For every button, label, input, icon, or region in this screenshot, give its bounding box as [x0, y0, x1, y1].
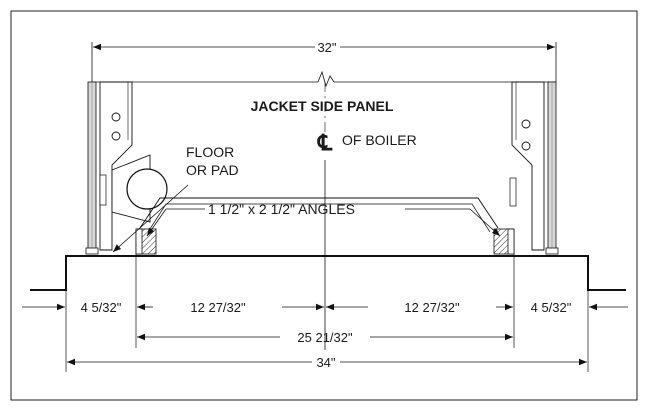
bolt-hole-icon: [521, 141, 531, 151]
dimension-between-angles: 25 21/32": [137, 330, 513, 345]
floor-label-line2: OR PAD: [186, 162, 239, 178]
right-angle-hatched: [493, 228, 515, 255]
dim-right-offset: 4 5/32": [531, 300, 572, 315]
dimension-32: 32": [91, 40, 557, 82]
dim-left-inner: 12 27/32": [190, 300, 246, 315]
left-bracket: [99, 81, 133, 251]
base-channel: [139, 197, 499, 233]
frame-border: [10, 10, 638, 401]
dim-between-angles: 25 21/32": [297, 330, 353, 345]
left-angle-hatched: [135, 228, 157, 255]
panel-title: JACKET SIDE PANEL: [251, 98, 394, 114]
centerline-label: OF BOILER: [342, 132, 417, 148]
dim-right-inner: 12 27/32": [404, 300, 460, 315]
dim-overall: 34": [316, 355, 335, 370]
burner-drum: [111, 154, 168, 223]
right-bracket: [509, 81, 545, 251]
dim-32-label: 32": [317, 40, 336, 55]
bolt-hole-icon: [521, 119, 531, 129]
floor-label-line1: FLOOR: [186, 144, 234, 160]
left-leg-post: [85, 81, 99, 255]
centerline-symbol: ℄: [317, 130, 333, 155]
angles-leaders: [146, 208, 501, 237]
dimension-overall: 34": [67, 355, 587, 370]
jacket-panel-outline: [92, 70, 556, 88]
angles-label: 1 1/2" x 2 1/2" ANGLES: [208, 201, 355, 217]
bolt-hole-icon: [111, 131, 121, 141]
right-leg-post: [545, 81, 559, 255]
floor-leader: [112, 184, 189, 253]
dimension-row-offsets: 4 5/32" 12 27/32" 12 27/32" 4 5/32": [22, 300, 628, 315]
bolt-hole-icon: [111, 112, 121, 122]
dim-left-offset: 4 5/32": [81, 300, 122, 315]
floor-pad-outline: [30, 255, 626, 291]
